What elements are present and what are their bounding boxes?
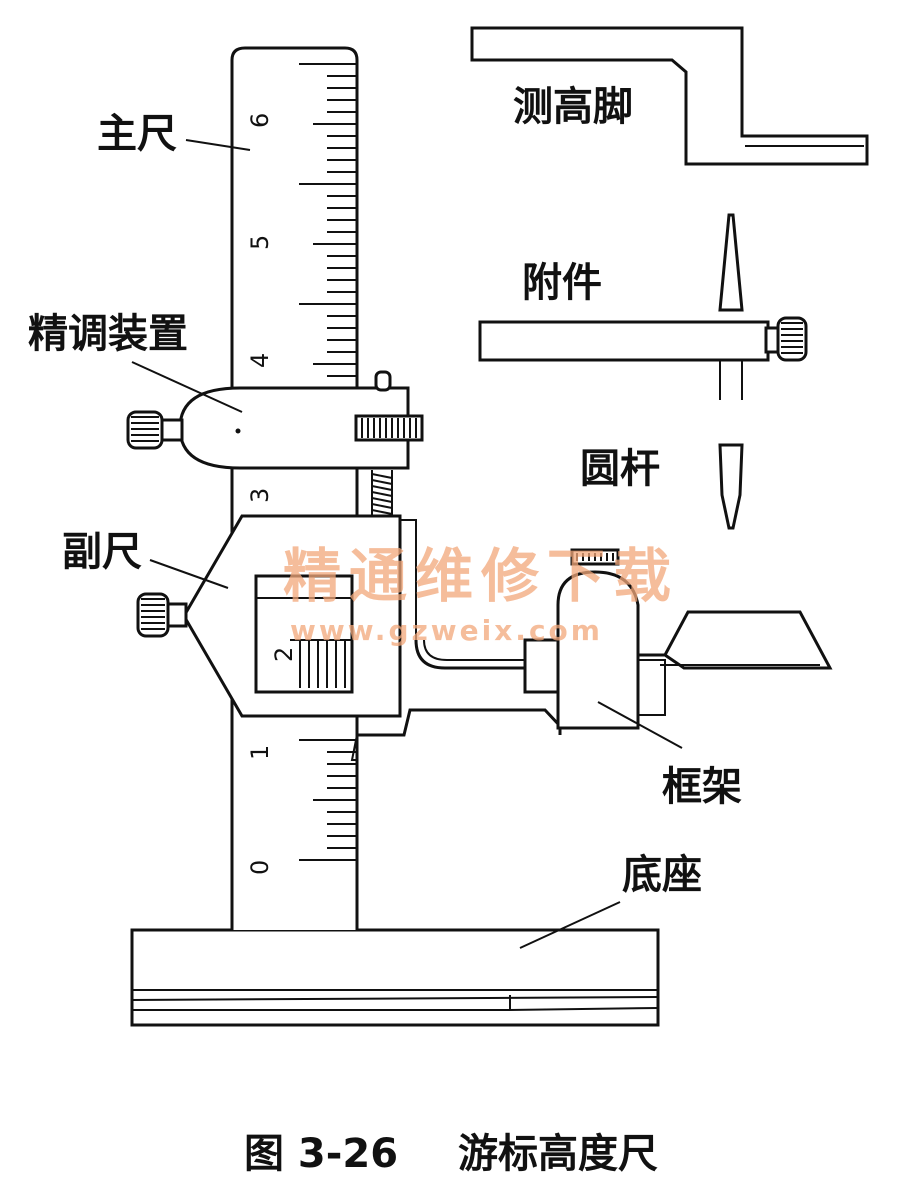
frame-arm: [350, 548, 833, 761]
fine-screw-threads: [361, 418, 417, 438]
vernier-ticks: [290, 639, 352, 688]
fine-lead-screw: [371, 473, 393, 521]
watermark-text: 精通维修下载: [283, 542, 679, 610]
scale-number-3: 3: [246, 488, 274, 503]
fine-adjust-knob[interactable]: [126, 410, 164, 450]
vernier-slider: 2: [136, 514, 417, 718]
vernier-lock-knob[interactable]: [136, 592, 170, 638]
height-foot-accessory: [470, 26, 869, 166]
watermark-url: www.gzweix.com: [290, 614, 603, 647]
lead-screw-thread: [371, 485, 393, 491]
lead-screw-thread: [371, 491, 393, 497]
lead-screw-thread: [371, 479, 393, 485]
label-round-rod: 圆杆: [580, 446, 660, 492]
main-scale-beam: 6 5 4 3 1 0: [230, 46, 359, 930]
scale-number-6: 6: [246, 113, 274, 128]
lead-screw-thread: [371, 509, 393, 515]
vernier-number-2: 2: [270, 647, 298, 662]
label-vernier: 副尺: [62, 529, 142, 575]
label-frame: 框架: [662, 764, 742, 810]
label-base: 底座: [622, 852, 702, 898]
lead-screw-thread: [371, 473, 393, 479]
leader-lines: [131, 139, 683, 949]
base-block: [130, 928, 660, 1027]
scale-number-0: 0: [246, 860, 274, 875]
scale-number-4: 4: [246, 353, 274, 368]
label-main-scale: 主尺: [97, 111, 177, 157]
figure-title: 游标高度尺: [458, 1131, 658, 1177]
label-fine-adjust: 精调装置: [28, 311, 188, 357]
lead-screw-thread: [371, 497, 393, 503]
scale-number-1: 1: [246, 745, 274, 760]
accessory-lock-knob[interactable]: [776, 316, 808, 362]
lead-screw-thread: [371, 503, 393, 509]
label-height-foot: 测高脚: [513, 84, 633, 130]
main-scale-ticks-lower: [299, 739, 357, 861]
label-accessory: 附件: [522, 260, 602, 306]
figure-number: 图 3-26: [244, 1131, 398, 1177]
main-scale-ticks-upper: [299, 63, 357, 377]
accessory-bar: [478, 213, 808, 530]
scale-number-5: 5: [246, 235, 274, 250]
